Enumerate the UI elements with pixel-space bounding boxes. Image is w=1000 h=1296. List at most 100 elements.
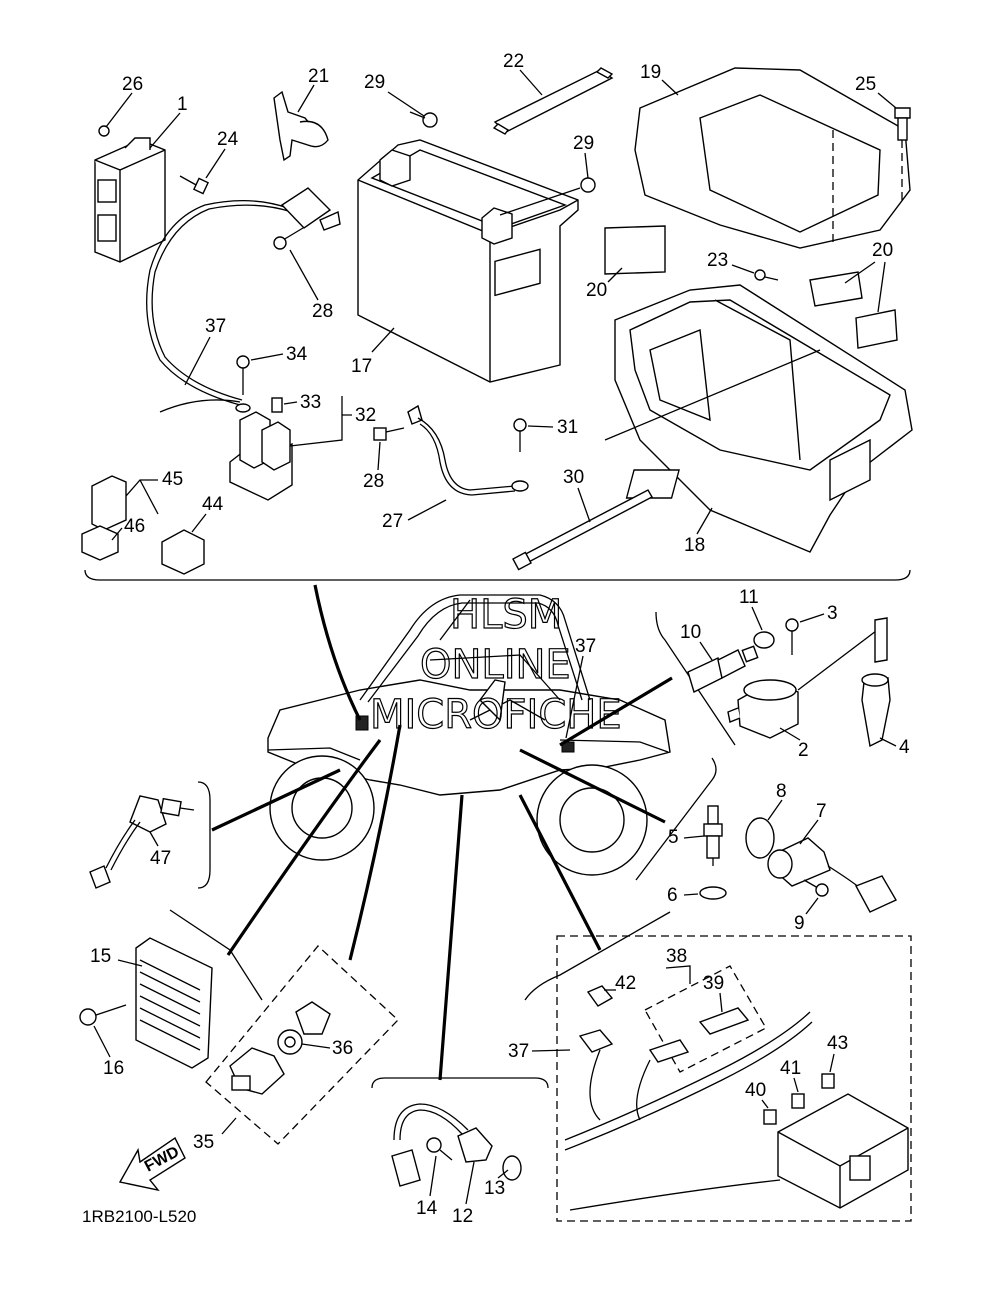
- wire-harness-37: [564, 1007, 813, 1211]
- callout-29a: 29: [364, 72, 385, 93]
- callout-20b: 20: [872, 240, 893, 261]
- forward-direction-arrow: FWD: [118, 1136, 186, 1192]
- callout-9: 9: [794, 913, 805, 934]
- battery-strap: [492, 67, 614, 135]
- bracket-coil: [655, 611, 736, 746]
- fuse-33: [271, 397, 283, 413]
- bolt-3: [785, 618, 799, 655]
- bolt-9: [803, 879, 829, 897]
- fuse-43: [821, 1073, 835, 1089]
- callout-14: 14: [416, 1198, 438, 1219]
- top-section-bracket: [84, 569, 911, 581]
- bolt-14: [426, 1137, 453, 1161]
- oring-8: [745, 817, 775, 859]
- battery-box-cover: [634, 67, 911, 249]
- svg-text:MICROFICHE: MICROFICHE: [370, 692, 622, 738]
- ground-lead-27: [407, 404, 529, 496]
- leader-12: [438, 794, 464, 1081]
- callout-17: 17: [351, 356, 372, 377]
- ecu-unit: [94, 137, 166, 263]
- callout-42: 42: [615, 973, 636, 994]
- ecu-ground-wire: [146, 187, 341, 413]
- leader-10: [559, 676, 673, 747]
- bolt-28-lower: [373, 427, 405, 441]
- callout-37c: 37: [508, 1041, 529, 1062]
- clamp-21: [273, 90, 329, 162]
- battery-box: [614, 284, 913, 553]
- callout-41: 41: [780, 1058, 801, 1079]
- neutral-switch-35: [229, 1047, 285, 1095]
- screw-23: [754, 269, 779, 281]
- speed-sensor-12: [391, 1103, 522, 1187]
- svg-text:HLSM: HLSM: [450, 592, 562, 638]
- dashed-box-35: [205, 945, 399, 1145]
- callout-5: 5: [668, 827, 679, 848]
- callout-11: 11: [739, 587, 759, 608]
- vehicle-silhouette: [267, 594, 671, 876]
- callout-3: 3: [827, 603, 838, 624]
- bracket-12: [371, 1077, 549, 1089]
- callout-32: 32: [355, 405, 376, 426]
- leader-37: [518, 794, 602, 951]
- spark-plug-5: [703, 805, 723, 866]
- callout-28b: 28: [363, 471, 384, 492]
- callout-38: 38: [666, 946, 687, 967]
- nut-29-left: [422, 112, 438, 128]
- nut-29-right: [580, 177, 596, 193]
- diagram-code: 1RB2100-L520: [82, 1207, 196, 1226]
- callout-36: 36: [332, 1038, 353, 1059]
- callout-25: 25: [855, 74, 876, 95]
- fuse-41: [791, 1093, 805, 1109]
- callout-23: 23: [707, 250, 728, 271]
- callout-6: 6: [667, 885, 678, 906]
- sensor-7: [767, 837, 897, 913]
- callout-16: 16: [103, 1058, 124, 1079]
- ignition-coil: [727, 627, 881, 739]
- rivet-25: [894, 107, 911, 205]
- gasket-11: [753, 631, 775, 649]
- callout-4: 4: [899, 737, 910, 758]
- callout-13: 13: [484, 1178, 505, 1199]
- bolt-28-upper: [273, 227, 304, 250]
- callout-27: 27: [382, 511, 403, 532]
- nut-36: [277, 1001, 331, 1055]
- connector-42: [586, 985, 614, 1007]
- leader-left: [211, 768, 341, 832]
- bolt-31: [513, 418, 527, 452]
- watermark: HLSM ONLINE MICROFICHE: [369, 591, 622, 738]
- callout-46: 46: [124, 516, 145, 537]
- leader-15: [226, 739, 382, 956]
- battery: [357, 139, 579, 383]
- dashed-box-37: [556, 935, 912, 1222]
- pad-20-left: [604, 225, 666, 275]
- temperature-sensor-10: [687, 645, 759, 693]
- callout-34: 34: [286, 344, 308, 365]
- callout-24: 24: [217, 129, 239, 150]
- callout-40: 40: [745, 1080, 766, 1101]
- callout-7: 7: [816, 801, 827, 822]
- callout-20a: 20: [586, 280, 607, 301]
- callout-21: 21: [308, 66, 329, 87]
- callout-33: 33: [300, 392, 321, 413]
- bracket-15: [169, 909, 263, 1001]
- callout-12: 12: [452, 1206, 473, 1227]
- leader-36: [348, 724, 402, 961]
- cover-44: [161, 529, 205, 575]
- pad-20-right: [809, 271, 898, 349]
- leader-upper-right: [519, 748, 666, 824]
- callout-37a: 37: [205, 316, 226, 337]
- callout-19: 19: [640, 62, 661, 83]
- plug-cap-4: [861, 617, 891, 748]
- fuse-box: [777, 1093, 909, 1209]
- cover-46: [81, 525, 119, 561]
- bracket-47: [197, 781, 211, 889]
- bracket-37: [524, 911, 671, 1001]
- callout-18: 18: [684, 535, 705, 556]
- callout-43: 43: [827, 1033, 848, 1054]
- nut-26: [98, 125, 110, 137]
- bolt-34: [235, 355, 251, 413]
- callout-31: 31: [557, 417, 578, 438]
- callout-29b: 29: [573, 133, 594, 154]
- callout-labels: 26 1 24 21 29 22 19 25 29 20 23 20 28 17…: [90, 51, 910, 1227]
